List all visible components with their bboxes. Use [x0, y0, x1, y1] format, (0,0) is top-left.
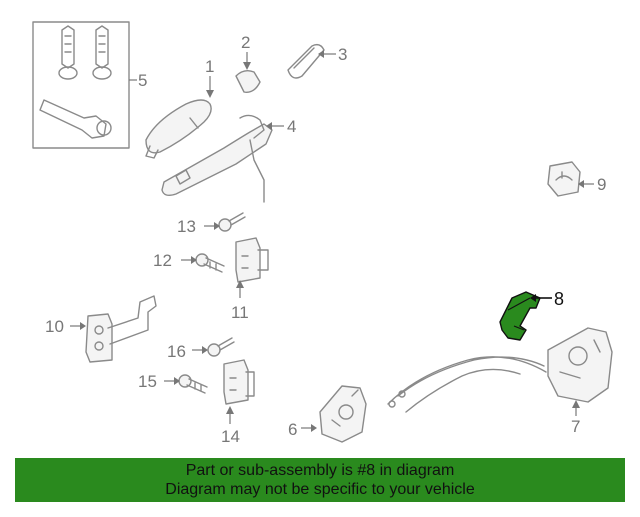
part-10-door-check — [70, 295, 157, 363]
arrow-11 — [236, 280, 244, 288]
part-3-gasket — [287, 43, 336, 79]
frame-rod — [249, 139, 265, 203]
arrow-15 — [174, 377, 180, 385]
bolt-13-shank — [228, 212, 246, 226]
bolt-15-head — [178, 374, 192, 388]
callout-6: 6 — [288, 420, 297, 439]
part-11-hinge — [235, 237, 269, 298]
callout-9: 9 — [597, 175, 606, 194]
check-hole-1 — [94, 325, 104, 335]
bolt-15-shank — [186, 378, 208, 394]
striker-loop — [555, 171, 573, 181]
actuator-6-details — [331, 389, 359, 427]
key-left — [61, 25, 75, 69]
callout-15: 15 — [138, 372, 157, 391]
arrow-9 — [578, 180, 584, 188]
banner-line-2: Diagram may not be specific to your vehi… — [165, 481, 475, 498]
info-banner: Part or sub-assembly is #8 in diagram Di… — [15, 458, 625, 502]
part-8-body — [499, 291, 541, 341]
part-5-box — [32, 21, 130, 149]
key-right — [95, 25, 109, 69]
key-right-head — [92, 66, 112, 80]
actuator-6-body — [319, 385, 367, 443]
part-14-hinge — [223, 359, 255, 424]
check-housing — [85, 313, 113, 363]
bolt-12-shank — [203, 257, 225, 273]
part-2-handle-cap — [235, 52, 261, 93]
arrow-2 — [243, 62, 251, 70]
frame-details — [175, 114, 265, 185]
callout-1: 1 — [205, 57, 214, 76]
part-8-details — [507, 297, 531, 331]
lock-cylinder — [39, 99, 107, 139]
hinge-14-details — [229, 371, 255, 397]
arrow-14 — [226, 406, 234, 414]
part-1-outer-handle — [145, 76, 214, 159]
handle-details — [145, 117, 199, 159]
striker-body — [547, 161, 581, 197]
part-5-key-cylinder-kit — [32, 21, 137, 149]
arrow-1 — [206, 90, 214, 98]
callout-4: 4 — [287, 117, 296, 136]
part-13-bolt — [204, 212, 246, 232]
arrow-3 — [318, 50, 324, 58]
arrow-12 — [191, 256, 197, 264]
bolt-12-head — [195, 253, 209, 267]
part-9-striker — [547, 161, 594, 197]
check-arm — [107, 295, 157, 345]
part-15-bolt — [164, 374, 208, 394]
callout-5: 5 — [138, 71, 147, 90]
callout-10: 10 — [45, 317, 64, 336]
part-6-lock-actuator — [301, 385, 367, 443]
handle-body — [145, 99, 212, 154]
cable-end-2 — [398, 390, 406, 398]
arrow-4 — [266, 122, 272, 130]
callout-2: 2 — [241, 33, 250, 52]
latch-rotor — [568, 346, 588, 366]
arrow-13 — [214, 222, 220, 230]
key-left-head — [58, 66, 78, 80]
callout-11: 11 — [231, 303, 249, 322]
hinge-11-details — [241, 249, 269, 271]
callout-7: 7 — [571, 417, 580, 436]
latch-details — [559, 339, 601, 379]
arrow-8 — [530, 294, 536, 302]
arrow-6 — [311, 424, 317, 432]
cap-body — [235, 69, 261, 93]
hinge-14-plate — [223, 359, 249, 405]
part-7-latch-assembly — [387, 327, 613, 416]
callout-3: 3 — [338, 45, 347, 64]
callout-13: 13 — [177, 217, 196, 236]
part-12-bolt — [181, 253, 225, 273]
bolt-16-shank — [217, 337, 235, 351]
actuator-6-gear — [338, 404, 354, 420]
callout-8: 8 — [554, 289, 564, 309]
gasket-body — [287, 43, 325, 79]
latch-cables — [387, 356, 547, 413]
part-4-handle-frame — [161, 114, 284, 203]
banner-line-1: Part or sub-assembly is #8 in diagram — [185, 462, 455, 479]
callout-12: 12 — [153, 251, 172, 270]
callout-16: 16 — [167, 342, 186, 361]
lock-cylinder-face — [96, 120, 112, 136]
check-hole-2 — [94, 341, 104, 351]
callout-14: 14 — [221, 427, 240, 446]
cable-end-1 — [388, 400, 396, 408]
arrow-16 — [202, 346, 208, 354]
arrow-10 — [80, 322, 86, 330]
part-16-bolt — [192, 337, 235, 357]
arrow-7 — [572, 400, 580, 408]
hinge-11-plate — [235, 237, 261, 283]
part-8-bracket — [499, 291, 552, 341]
